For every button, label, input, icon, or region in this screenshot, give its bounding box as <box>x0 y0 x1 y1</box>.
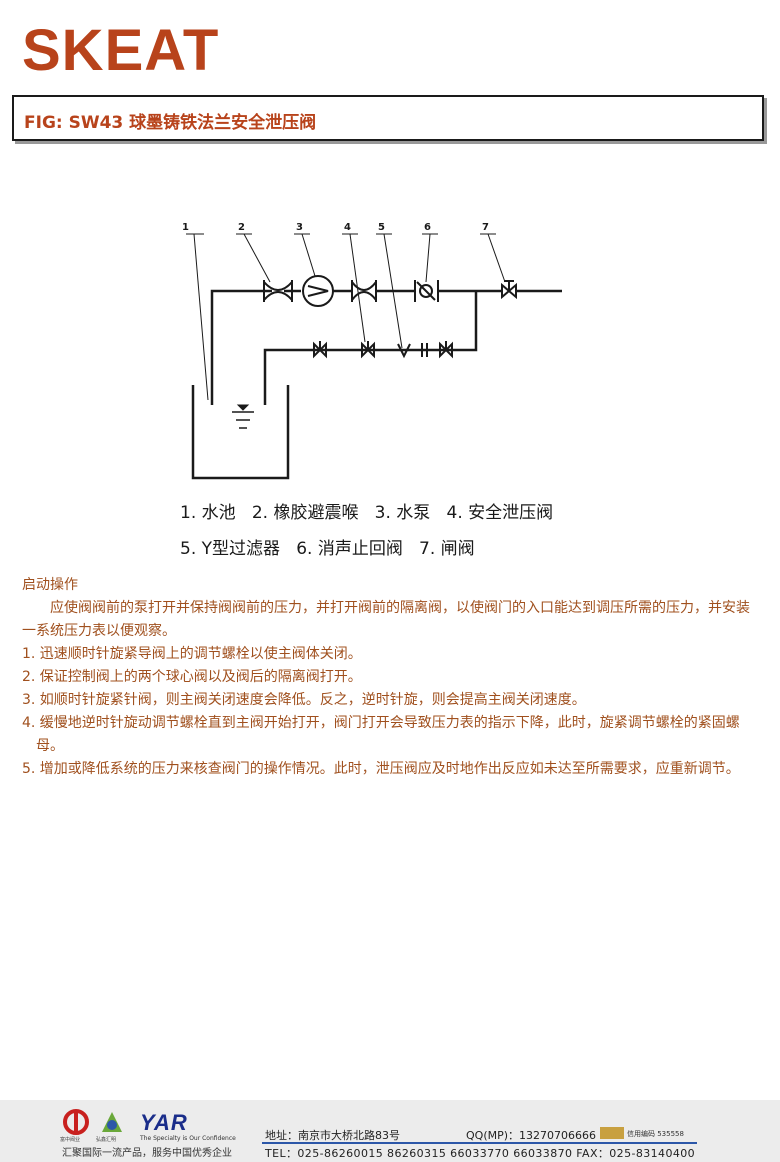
footer-slogan: 汇聚国际一流产品，服务中国优秀企业 <box>62 1148 232 1159</box>
step-item: 3. 如顺时针旋紧针阀，则主阀关闭速度会降低。反之，逆时针旋，则会提高主阀关闭速… <box>22 692 586 708</box>
footer-divider <box>262 1142 697 1144</box>
section-heading: 启动操作 <box>22 577 78 593</box>
diagram-legend-line-1: 1. 水池 2. 橡胶避震喉 3. 水泵 4. 安全泄压阀 <box>180 503 554 523</box>
title-bar: FIG: SW43 球墨铸铁法兰安全泄压阀 <box>12 95 764 141</box>
step-item: 4. 缓慢地逆时针旋动调节螺栓直到主阀开始打开，阀门打开会导致压力表的指示下降，… <box>22 715 740 754</box>
brand-logo: SKEAT <box>22 18 220 83</box>
yar-logo: YAR <box>140 1110 188 1135</box>
page-title: FIG: SW43 球墨铸铁法兰安全泄压阀 <box>24 113 317 133</box>
footer-credit-code: 信用编码 535558 <box>627 1130 684 1138</box>
piping-diagram: 1 2 3 4 5 6 7 <box>182 222 562 480</box>
footer-tel: TEL：025-86260015 86260315 66033770 66033… <box>265 1147 696 1160</box>
diagram-number-6: 6 <box>424 222 431 233</box>
diagram-number-1: 1 <box>182 222 189 233</box>
diagram-number-5: 5 <box>378 222 385 233</box>
diagram-number-4: 4 <box>344 222 351 233</box>
diagram-number-3: 3 <box>296 222 303 233</box>
step-item: 2. 保证控制阀上的两个球心阀以及阀后的隔离阀打开。 <box>22 669 362 685</box>
footer-address: 地址：南京市大桥北路83号 <box>265 1129 400 1142</box>
step-item: 1. 迅速顺时针旋紧导阀上的调节螺栓以使主阀体关闭。 <box>22 646 362 662</box>
section-intro: 应使阀阀前的泵打开并保持阀阀前的压力，并打开阀前的隔离阀，以使阀门的入口能达到调… <box>22 600 750 639</box>
diagram-number-2: 2 <box>238 222 245 233</box>
step-item: 5. 增加或降低系统的压力来核查阀门的操作情况。此时，泄压阀应及时地作出反应如未… <box>22 761 740 777</box>
yar-tagline: The Specialty is Our Confidence <box>140 1135 236 1142</box>
startup-section: 启动操作 应使阀阀前的泵打开并保持阀阀前的压力，并打开阀前的隔离阀，以使阀门的入… <box>22 574 762 781</box>
hongxin-logo-icon <box>102 1112 122 1132</box>
credit-badge-icon <box>600 1127 624 1139</box>
diagram-number-7: 7 <box>482 222 489 233</box>
diagram-legend-line-2: 5. Y型过滤器 6. 消声止回阀 7. 闸阀 <box>180 539 475 559</box>
fuzhong-logo-icon <box>63 1109 89 1135</box>
footer-qq: QQ(MP)：13270706666 <box>466 1129 597 1142</box>
logo1-caption: 富中阀业 <box>60 1137 81 1143</box>
logo2-caption: 弘鑫汇明 <box>96 1137 117 1143</box>
footer: 富中阀业 弘鑫汇明 汇聚国际一流产品，服务中国优秀企业 YAR The Spec… <box>0 1100 780 1162</box>
